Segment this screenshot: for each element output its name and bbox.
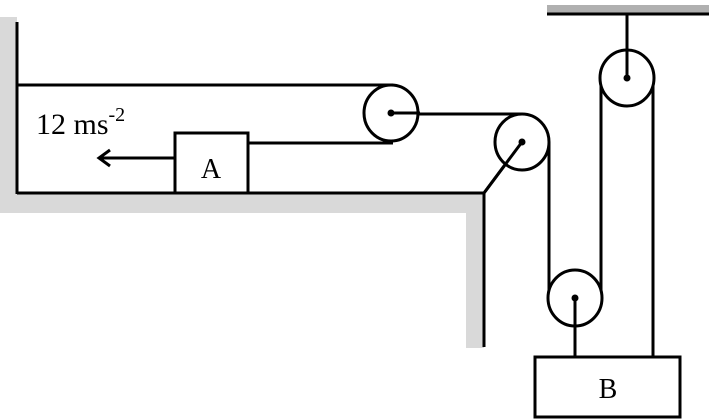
block-b bbox=[533, 355, 682, 419]
block-b-label: B bbox=[599, 374, 618, 405]
block-a bbox=[173, 131, 250, 195]
ceiling-bar bbox=[547, 5, 709, 15]
fixed-pulley bbox=[598, 48, 656, 108]
acceleration-label: 12 ms-2 bbox=[36, 104, 125, 141]
pulley-1 bbox=[362, 83, 420, 143]
block-a-label: A bbox=[201, 154, 222, 185]
movable-pulley bbox=[546, 268, 604, 328]
pulley-2 bbox=[482, 112, 551, 194]
arrow-head-icon bbox=[96, 148, 111, 168]
